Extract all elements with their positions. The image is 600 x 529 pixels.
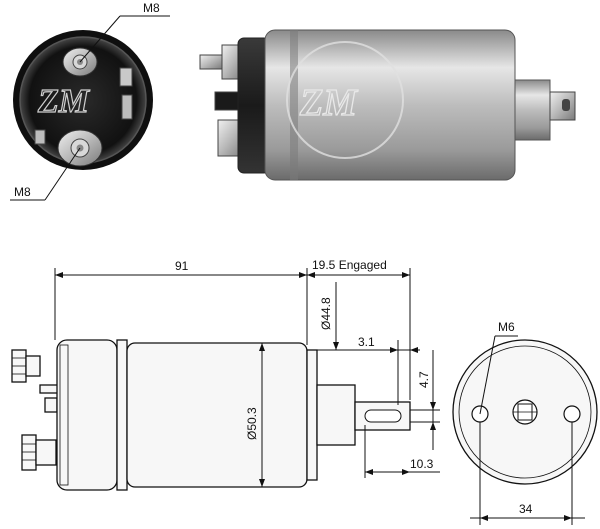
dim-slot-width: 4.7 — [417, 371, 431, 388]
dim-slot-offset: 3.1 — [358, 335, 375, 349]
terminal-stud-lower — [21, 434, 57, 471]
side-view-photo: ZM — [199, 29, 576, 181]
end-view-photo: ZM M8 M8 — [10, 1, 170, 201]
dim-thread: M6 — [498, 320, 515, 334]
watermark-logo: ZM — [37, 83, 91, 120]
solenoid-cap — [56, 339, 118, 491]
dim-plunger-diameter: Ø44.8 — [319, 297, 333, 330]
solenoid-body — [126, 342, 308, 488]
end-view-drawing: M6 34 — [452, 320, 598, 525]
dim-body-diameter: Ø50.3 — [245, 407, 259, 440]
spade-terminal — [34, 129, 46, 145]
dim-slot-depth: 10.3 — [410, 457, 434, 471]
dim-bolt-spacing: 34 — [519, 502, 533, 516]
bolt-hole-right — [563, 405, 581, 423]
plunger-housing — [316, 384, 356, 446]
side-view-drawing: 91 19.5 Engaged Ø44.8 Ø50.3 3.1 4.7 — [11, 258, 440, 491]
spade-terminal-drawing — [44, 397, 58, 413]
body-flange — [116, 339, 128, 491]
dim-total-length: 91 — [175, 259, 189, 273]
dim-engaged: 19.5 Engaged — [312, 258, 387, 272]
terminal-stud-upper — [11, 349, 41, 383]
watermark-logo-side: ZM — [299, 82, 358, 124]
spade-terminal — [121, 94, 133, 120]
label-m8-bottom: M8 — [14, 185, 31, 199]
label-m8-top: M8 — [143, 1, 160, 15]
spade-terminal — [119, 67, 133, 87]
